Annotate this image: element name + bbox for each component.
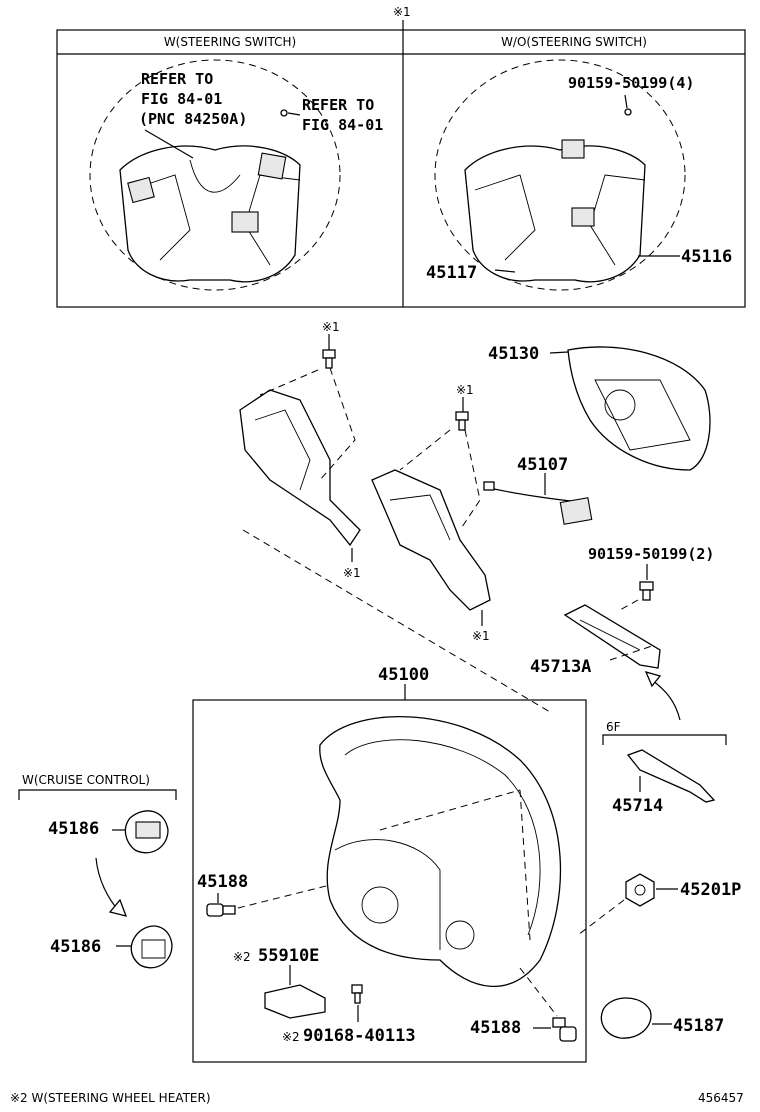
note-mark-a: ※1 [322, 320, 340, 334]
top-panel: ※1 W(STEERING SWITCH) W/O(STEERING SWITC… [56, 5, 746, 308]
note-mark-c: ※1 [456, 383, 474, 397]
note-mark-b: ※1 [343, 566, 361, 580]
part-45186-b [130, 925, 173, 969]
label-90168: 90168-40113 [303, 1026, 416, 1046]
wheel-with-switch [89, 59, 341, 291]
bolt-icon [639, 581, 654, 601]
label-45201P: 45201P [680, 880, 741, 900]
arrow-icon [95, 857, 128, 917]
refer-1-line-3: (PNC 84250A) [139, 110, 247, 128]
refer-2-line-1: REFER TO [302, 96, 374, 114]
part-45107 [483, 473, 593, 525]
refer-1-line-2: FIG 84-01 [141, 90, 222, 108]
part-45186-a [124, 810, 169, 854]
label-45107: 45107 [517, 455, 568, 475]
label-45186-a: 45186 [48, 819, 99, 839]
refer-1-line-1: REFER TO [141, 70, 213, 88]
bolt-icon [455, 411, 469, 431]
nut-icon [625, 873, 655, 907]
group-6f: 6F [606, 720, 621, 734]
diagram-code: 456457 [698, 1091, 744, 1105]
label-45186-b: 45186 [50, 937, 101, 957]
top-note-mark: ※1 [393, 5, 411, 19]
part-45130 [549, 346, 711, 471]
part-45714 [626, 749, 716, 803]
label-45714: 45714 [612, 796, 663, 816]
bolt-icon [552, 1017, 577, 1042]
left-panel-title: W(STEERING SWITCH) [164, 35, 296, 49]
footer-note: ※2 W(STEERING WHEEL HEATER) [10, 1091, 211, 1105]
label-45713A: 45713A [530, 657, 591, 677]
label-bolt-2: 90159-50199(2) [588, 545, 714, 563]
part-45713A [563, 604, 661, 669]
top-bolt-label: 90159-50199(4) [568, 74, 694, 92]
refer-2-line-2: FIG 84-01 [302, 116, 383, 134]
label-45188-b: 45188 [470, 1018, 521, 1038]
note2-mark-b: ※2 [282, 1030, 300, 1044]
steering-wheel [319, 716, 562, 987]
label-45117: 45117 [426, 263, 477, 283]
arrow-icon [644, 670, 681, 721]
bolt-icon [351, 984, 363, 1004]
group-cruise: W(CRUISE CONTROL) [22, 773, 150, 787]
part-45187 [600, 997, 652, 1039]
label-45116: 45116 [681, 247, 732, 267]
bolt-icon [206, 903, 236, 917]
label-45130: 45130 [488, 344, 539, 364]
label-55910E: 55910E [258, 946, 319, 966]
note-mark-d: ※1 [472, 629, 490, 643]
part-55910E [264, 984, 326, 1019]
right-panel-title: W/O(STEERING SWITCH) [501, 35, 647, 49]
note2-mark-a: ※2 [233, 950, 251, 964]
label-45187: 45187 [673, 1016, 724, 1036]
bolt-icon [322, 349, 336, 369]
wheel-without-switch [434, 59, 686, 291]
switch-covers: ※1 ※1 ※1 ※1 [239, 320, 491, 643]
label-45100: 45100 [378, 665, 429, 685]
label-45188-a: 45188 [197, 872, 248, 892]
